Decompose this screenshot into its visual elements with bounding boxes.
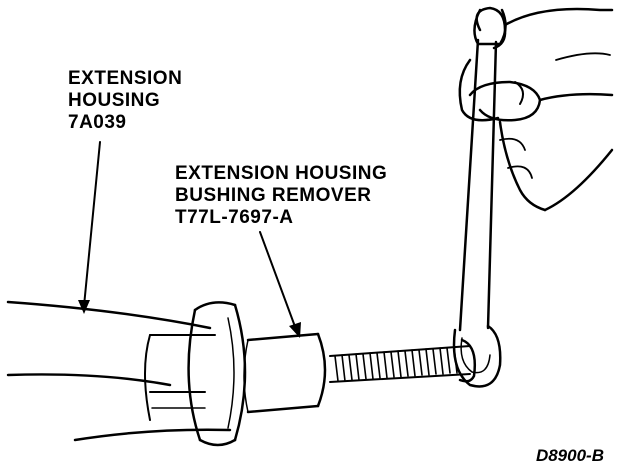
bushing-remover-body [243, 332, 327, 414]
leader-extension-housing [83, 141, 101, 307]
label-bushing-remover-line2: BUSHING REMOVER [175, 185, 372, 206]
figure-id: D8900-B [535, 446, 604, 465]
hand [458, 6, 614, 212]
label-extension-housing: EXTENSION HOUSING 7A039 [68, 68, 182, 134]
extension-housing [6, 300, 232, 442]
wrench [452, 8, 507, 388]
label-extension-housing-line2: HOUSING [68, 90, 161, 111]
label-extension-housing-part: 7A039 [68, 112, 127, 133]
threaded-screw [329, 338, 476, 383]
arrowhead-extension-housing [78, 300, 90, 314]
arrowhead-bushing-remover [289, 322, 301, 338]
leader-bushing-remover [259, 231, 298, 333]
label-bushing-remover-line1: EXTENSION HOUSING [175, 163, 388, 184]
label-bushing-remover: EXTENSION HOUSING BUSHING REMOVER T77L-7… [175, 163, 387, 229]
label-bushing-remover-part: T77L-7697-A [175, 207, 294, 228]
label-extension-housing-line1: EXTENSION [68, 68, 183, 89]
bushing-remover-flange [187, 301, 247, 447]
leader-lines [83, 141, 298, 333]
